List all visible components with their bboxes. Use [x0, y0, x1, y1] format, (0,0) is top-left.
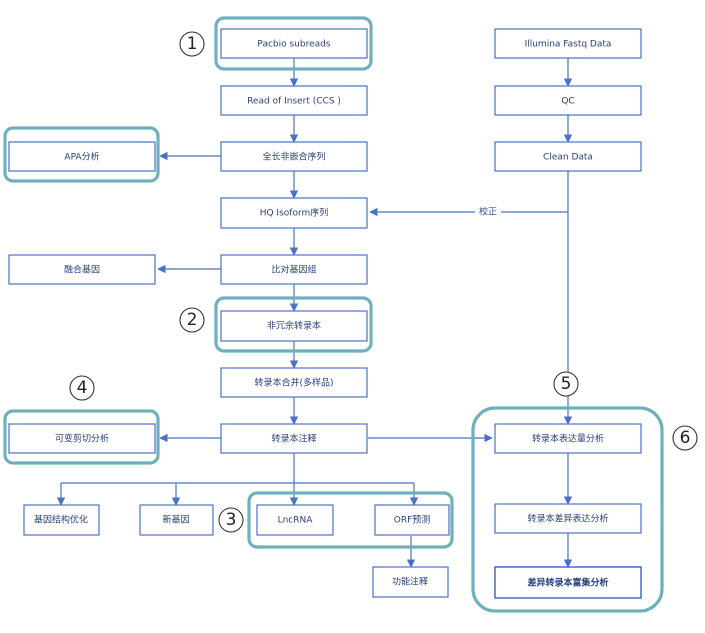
node-apa-box — [8, 141, 156, 172]
node-new-gene-box — [139, 504, 214, 536]
node-roi: Read of Insert (CCS ) — [247, 97, 341, 107]
node-fusion-box — [8, 254, 156, 285]
node-enrich: 差异转录本富集分析 — [527, 577, 608, 589]
marker-1-circle — [179, 31, 205, 57]
node-pacbio-box — [220, 28, 368, 59]
node-expr-box — [494, 423, 642, 454]
highlight-frame-6 — [471, 406, 664, 613]
node-enrich-box — [494, 566, 642, 599]
node-nonredundant: 非冗余转录本 — [267, 320, 321, 332]
edge-label-correct: 校正 — [479, 206, 497, 218]
marker-6-circle — [672, 425, 698, 451]
node-func-box — [372, 566, 449, 598]
node-roi-box — [220, 85, 368, 116]
node-apa: APA分析 — [64, 151, 99, 163]
node-fusion: 融合基因 — [64, 264, 100, 276]
highlight-frames — [3, 16, 664, 613]
marker-1: 1 — [187, 34, 198, 54]
node-alt-splice-box — [8, 423, 156, 454]
highlight-frame-apa — [3, 126, 160, 183]
node-illumina-box — [494, 28, 642, 59]
node-new-gene: 新基因 — [162, 514, 189, 526]
node-clean: Clean Data — [543, 153, 593, 163]
node-align-box — [220, 254, 368, 285]
node-lncrna: LncRNA — [278, 516, 314, 526]
node-alt-splice: 可变剪切分析 — [55, 433, 109, 445]
marker-2: 2 — [187, 310, 198, 330]
connectors — [56, 58, 573, 568]
node-diff-expr: 转录本差异表达分析 — [527, 513, 608, 525]
node-nonredundant-box — [220, 310, 368, 342]
node-diff-expr-box — [494, 503, 642, 534]
node-annot: 转录本注释 — [271, 433, 316, 445]
node-align: 比对基因组 — [271, 264, 316, 276]
node-flnc: 全长非嵌合序列 — [262, 151, 325, 163]
highlight-frame-4 — [3, 409, 160, 465]
marker-3-circle — [218, 507, 244, 533]
node-expr: 转录本表达量分析 — [532, 433, 604, 445]
node-qc: QC — [561, 97, 574, 107]
node-merge: 转录本合并(多样品) — [254, 377, 333, 389]
node-hq: HQ Isoform序列 — [260, 207, 329, 219]
node-hq-box — [220, 197, 368, 229]
marker-3: 3 — [226, 510, 237, 530]
marker-4-circle — [69, 375, 95, 401]
node-func: 功能注释 — [392, 576, 428, 588]
highlight-frame-2 — [214, 296, 373, 353]
markers: 1 2 3 4 5 6 — [69, 31, 698, 533]
highlight-frame-3 — [247, 491, 454, 549]
nodes: Pacbio subreads Read of Insert (CCS ) 全长… — [8, 28, 642, 599]
node-annot-box — [220, 423, 368, 454]
node-pacbio: Pacbio subreads — [257, 40, 330, 50]
node-lncrna-box — [256, 504, 334, 536]
node-gene-struct: 基因结构优化 — [34, 514, 88, 526]
marker-4: 4 — [77, 378, 88, 398]
node-merge-box — [220, 367, 368, 398]
node-orf-box — [374, 504, 450, 536]
node-illumina: Illumina Fastq Data — [525, 40, 612, 50]
node-orf: ORF预测 — [394, 515, 431, 526]
edge-label-bg — [475, 204, 501, 219]
node-clean-box — [494, 141, 642, 172]
edge-labels: 校正 — [475, 204, 501, 219]
node-gene-struct-box — [23, 504, 100, 536]
marker-5-circle — [553, 371, 579, 397]
marker-6: 6 — [680, 428, 691, 448]
node-qc-box — [494, 85, 642, 116]
highlight-frame-1 — [214, 16, 373, 71]
marker-5: 5 — [561, 374, 572, 394]
marker-2-circle — [179, 307, 205, 333]
node-flnc-box — [220, 141, 368, 172]
